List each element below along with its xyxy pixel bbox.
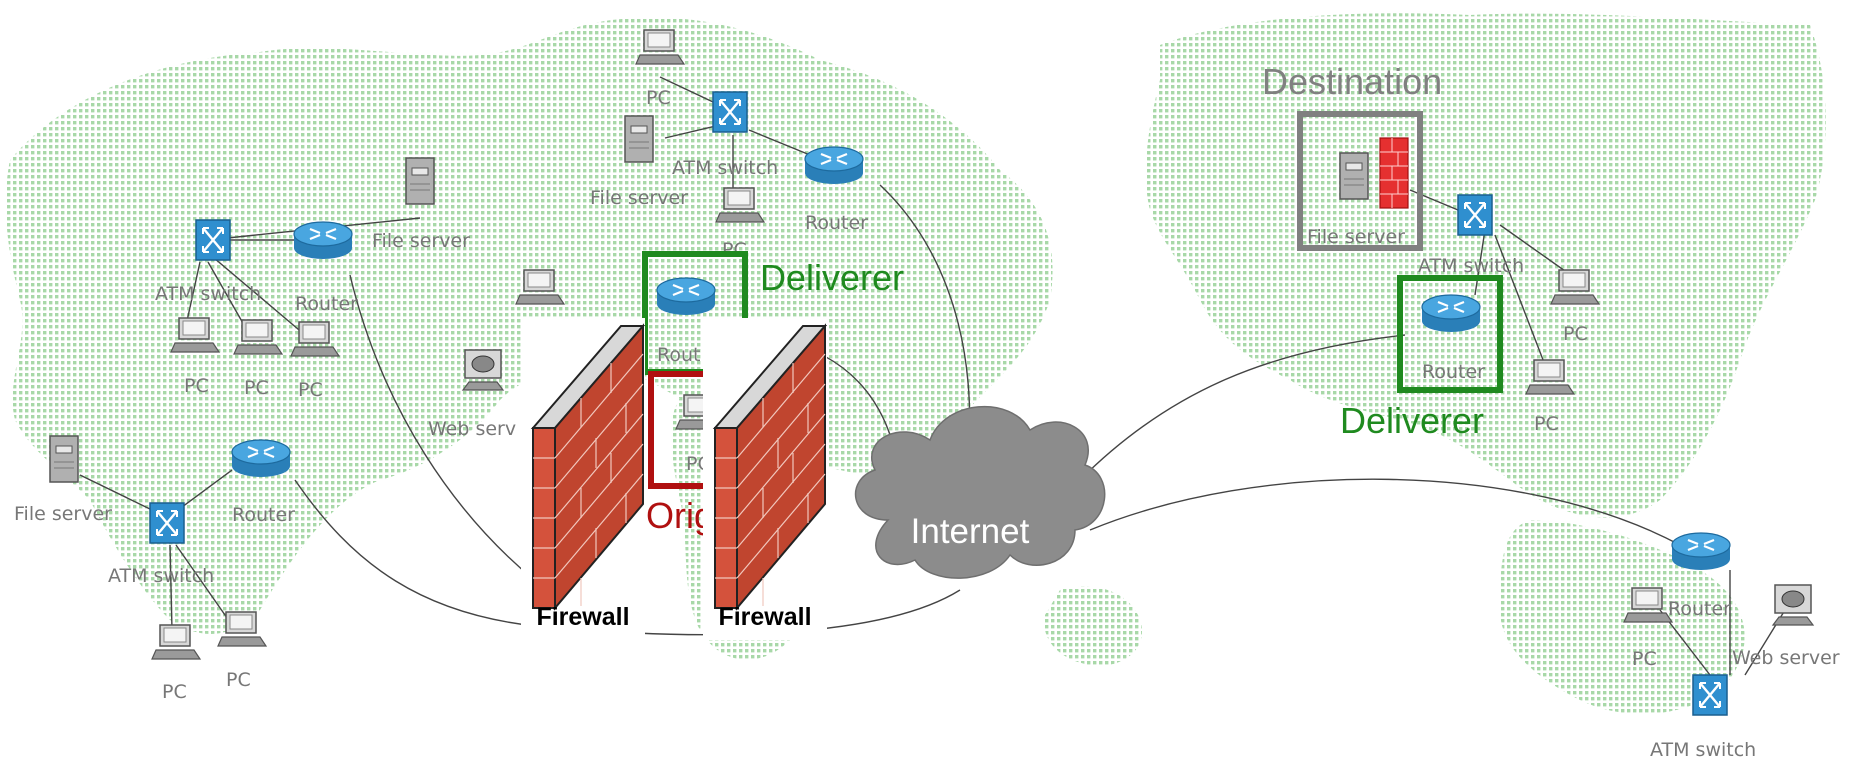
internet-cloud-icon (854, 405, 1106, 579)
pc-label: PC (1632, 648, 1657, 670)
router-icon (803, 145, 865, 186)
pc-label: PC (298, 379, 323, 401)
atm-switch-label: ATM switch (1418, 255, 1524, 277)
router-label: Router (1668, 598, 1731, 620)
pc-label: PC (162, 681, 187, 703)
file-server-label: File server (14, 503, 112, 525)
router-icon (1670, 531, 1732, 572)
file-server-label: File server (1307, 226, 1405, 248)
pc-label: PC (244, 377, 269, 399)
file-server-label: File server (372, 230, 470, 252)
atm-switch-icon (194, 218, 232, 262)
pc-label: PC (184, 375, 209, 397)
pc-label: PC (1563, 323, 1588, 345)
web-server-icon (462, 349, 504, 391)
file-server-icon (1339, 152, 1369, 200)
router-label: Router (1422, 361, 1485, 383)
web-server-label: Web serv (428, 418, 516, 440)
atm-switch-icon (1456, 193, 1494, 237)
file-server-icon (49, 435, 79, 483)
deliverer-label: Deliverer (1340, 400, 1484, 441)
router-icon (230, 438, 292, 479)
router-label: Router (232, 504, 295, 526)
deliverer-highlight-box (1397, 275, 1503, 393)
pc-label: PC (1534, 413, 1559, 435)
firewall-icon (530, 323, 645, 611)
file-server-icon (624, 115, 654, 163)
web-server-icon (1772, 584, 1814, 626)
atm-switch-label: ATM switch (1650, 739, 1756, 761)
firewall-label: Firewall (718, 603, 812, 631)
firewall-label: Firewall (536, 603, 630, 631)
pc-label: PC (646, 87, 671, 109)
atm-switch-label: ATM switch (108, 565, 214, 587)
firewall-small-icon (1379, 137, 1409, 209)
firewall-panel: Firewall (703, 318, 827, 640)
router-label: Rout (657, 344, 700, 366)
internet-label: Internet (911, 512, 1030, 551)
router-icon (292, 220, 354, 261)
atm-switch-icon (148, 501, 186, 545)
atm-switch-label: ATM switch (155, 283, 261, 305)
firewall-panel: Firewall (521, 318, 645, 640)
router-icon (1420, 293, 1482, 334)
origin-label: Orig (646, 495, 714, 536)
destination-highlight-box (1297, 111, 1423, 251)
deliverer-label: Deliverer (760, 257, 904, 298)
pc-label: PC (226, 669, 251, 691)
firewall-icon (712, 323, 827, 611)
atm-switch-label: ATM switch (672, 157, 778, 179)
file-server-label: File server (590, 187, 688, 209)
router-label: Router (805, 212, 868, 234)
file-server-icon (405, 157, 435, 205)
atm-switch-icon (1691, 673, 1729, 717)
router-label: Router (295, 293, 358, 315)
atm-switch-icon (711, 90, 749, 134)
web-server-label: Web server (1732, 647, 1840, 669)
router-icon (655, 276, 717, 317)
destination-label: Destination (1262, 61, 1442, 102)
